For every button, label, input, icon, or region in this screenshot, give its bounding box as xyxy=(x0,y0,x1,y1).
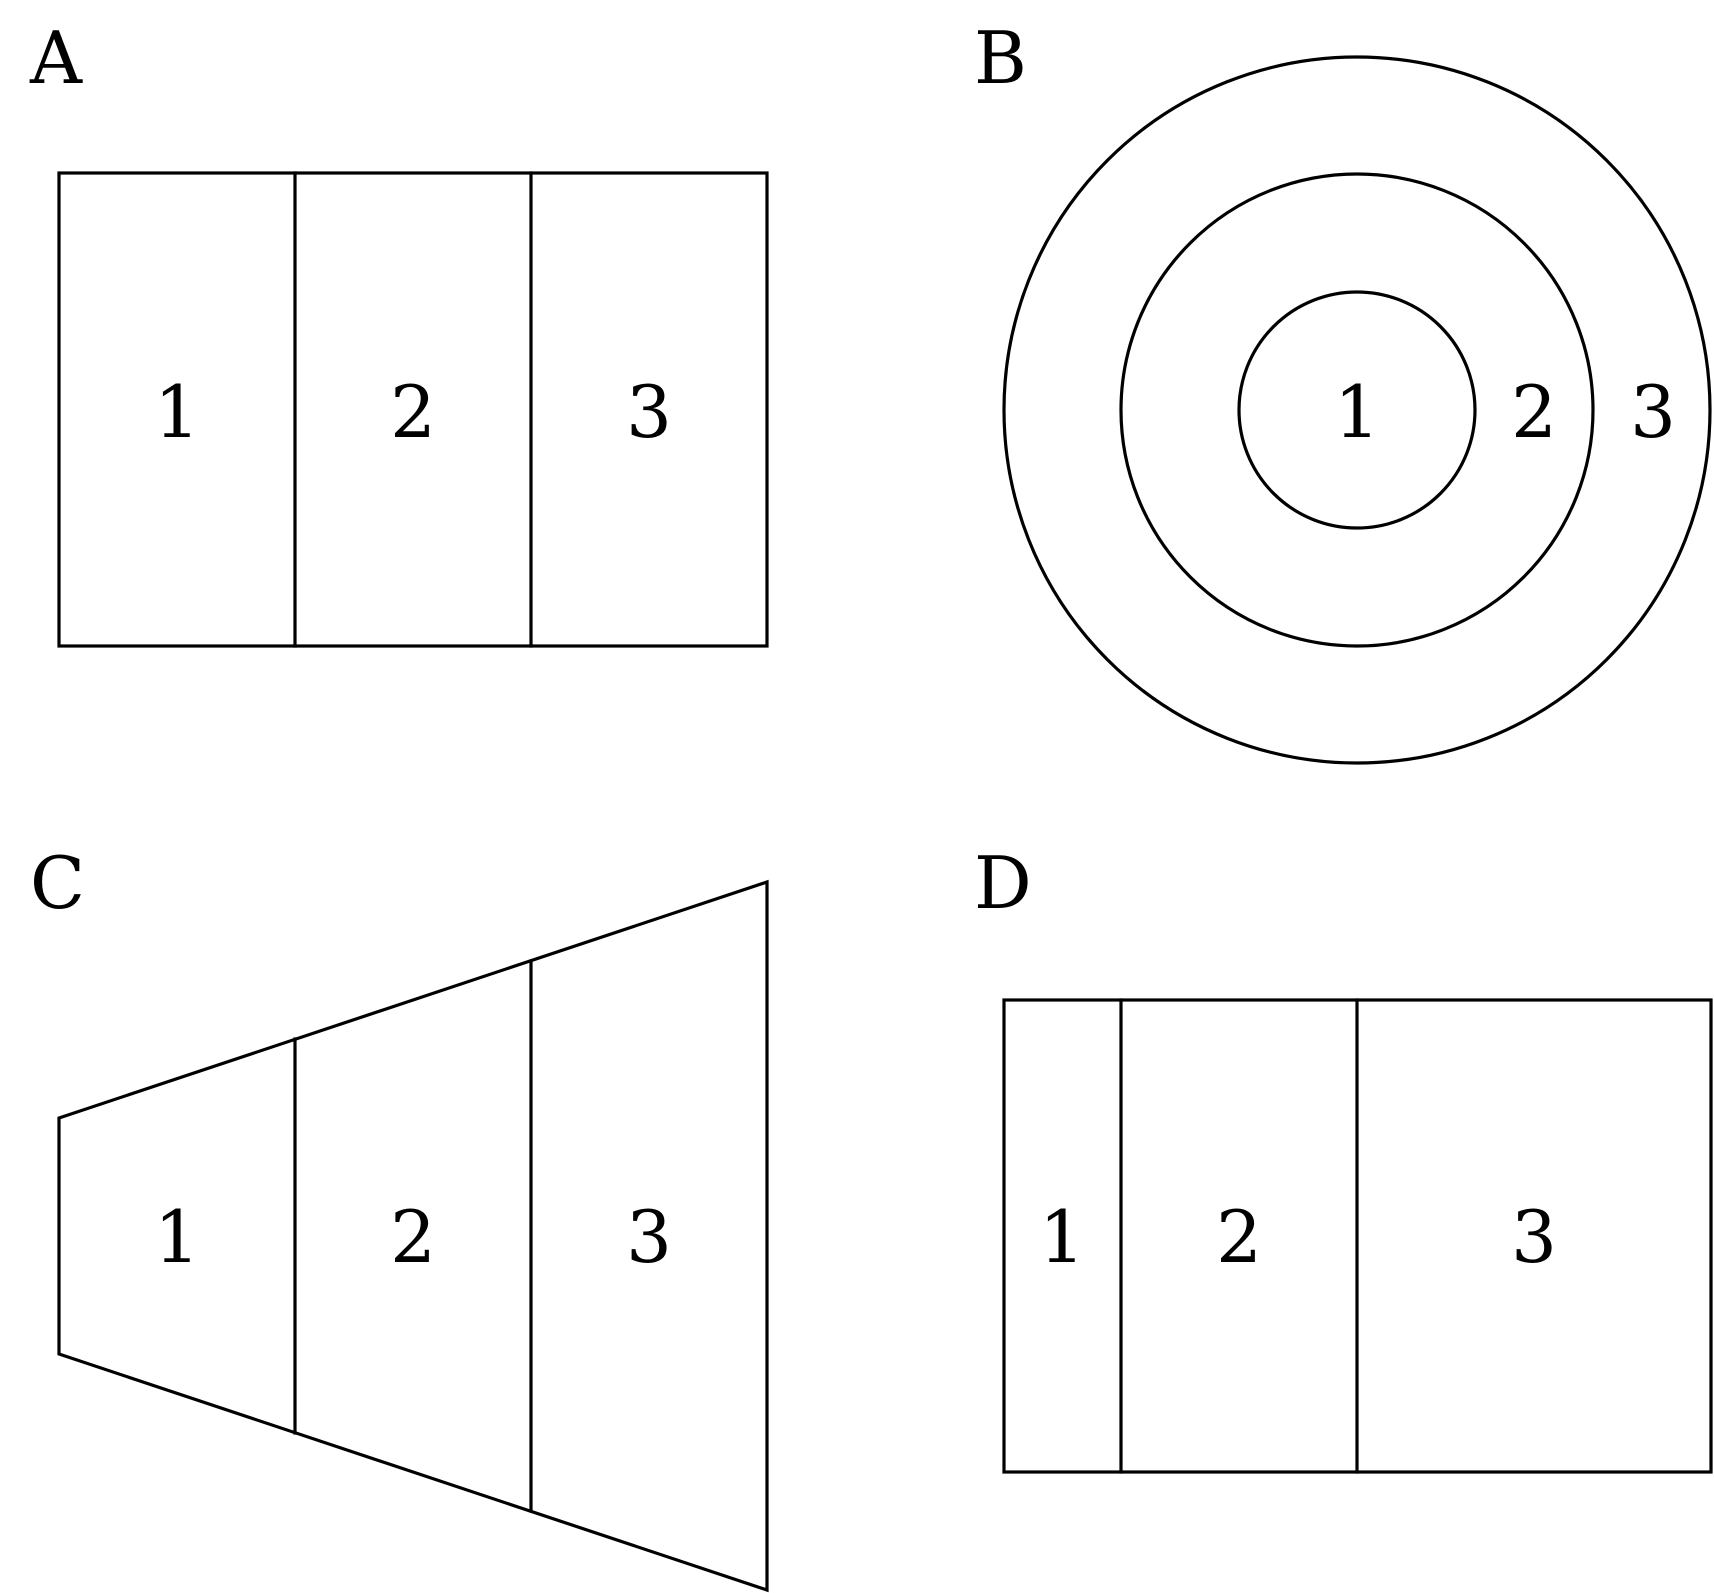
panel-a-label: A xyxy=(29,16,83,100)
panel-b-region-3: 3 xyxy=(1630,370,1676,454)
panel-a-region-1: 1 xyxy=(154,370,200,454)
panel-a-region-3: 3 xyxy=(626,370,672,454)
panel-b-outer-circle xyxy=(1002,55,1712,765)
panel-b-label: B xyxy=(974,16,1027,100)
panel-c-region-2: 2 xyxy=(390,1195,436,1279)
panel-a-rectangle xyxy=(57,171,769,648)
panel-a-region-2: 2 xyxy=(390,370,436,454)
panel-c: C 1 2 3 xyxy=(30,841,769,1593)
panel-c-label: C xyxy=(30,841,85,925)
panel-d-label: D xyxy=(974,841,1032,925)
panel-b-region-2: 2 xyxy=(1511,370,1557,454)
panel-a: A 1 2 3 xyxy=(29,16,769,648)
panel-d-rectangle xyxy=(1002,998,1713,1474)
panel-c-region-1: 1 xyxy=(154,1195,200,1279)
panel-b-circles xyxy=(1002,55,1712,765)
panel-d-region-1: 1 xyxy=(1039,1195,1085,1279)
panel-c-trapezoid xyxy=(57,879,769,1593)
panel-b-inner-circle xyxy=(1237,290,1477,530)
panel-a-outline xyxy=(57,171,769,648)
panel-b-region-1: 1 xyxy=(1334,370,1380,454)
panel-d-region-2: 2 xyxy=(1216,1195,1262,1279)
panel-d: D 1 2 3 xyxy=(974,841,1713,1474)
panel-d-region-3: 3 xyxy=(1511,1195,1557,1279)
panel-b: B 1 2 3 xyxy=(974,16,1712,765)
panel-c-region-3: 3 xyxy=(626,1195,672,1279)
panel-b-middle-circle xyxy=(1119,172,1595,648)
